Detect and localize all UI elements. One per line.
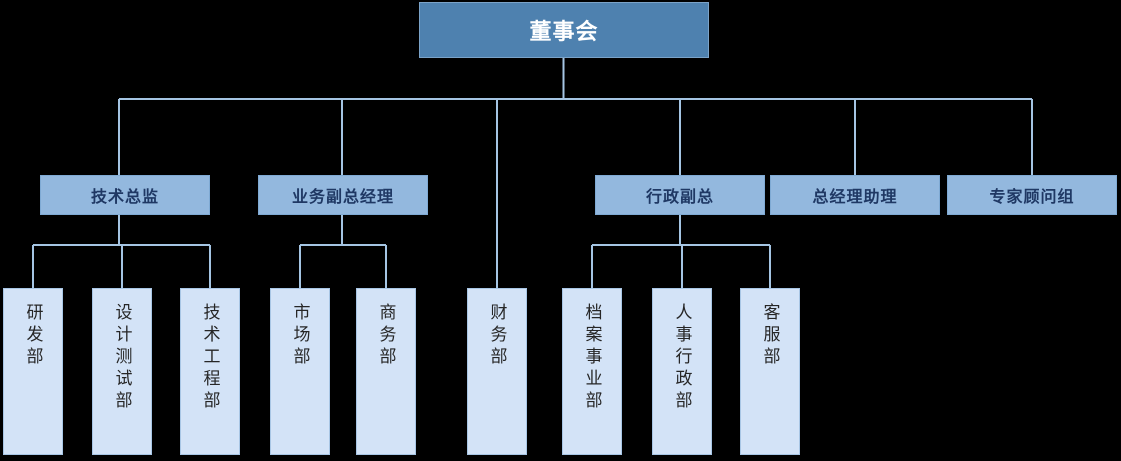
node-hr-admin-department[interactable]: 人事行政部	[652, 288, 712, 455]
node-label: 档案事业部	[582, 303, 602, 413]
node-label: 人事行政部	[672, 303, 692, 413]
node-business-vp[interactable]: 业务副总经理	[258, 175, 428, 215]
node-customer-service-department[interactable]: 客服部	[740, 288, 800, 455]
node-label: 研发部	[23, 303, 43, 369]
node-archives-division[interactable]: 档案事业部	[562, 288, 622, 455]
node-label: 业务副总经理	[291, 189, 394, 206]
node-label: 专家顾问组	[989, 189, 1075, 206]
node-marketing-department[interactable]: 市场部	[270, 288, 330, 455]
node-label: 行政副总	[645, 189, 714, 206]
node-label: 董事会	[529, 19, 599, 44]
node-label: 财务部	[487, 303, 507, 369]
node-label: 客服部	[760, 303, 780, 369]
node-tech-engineering-department[interactable]: 技术工程部	[180, 288, 240, 455]
node-admin-vp[interactable]: 行政副总	[595, 175, 765, 215]
node-label: 设计测试部	[112, 303, 132, 413]
node-commerce-department[interactable]: 商务部	[356, 288, 416, 455]
node-expert-advisory-group[interactable]: 专家顾问组	[947, 175, 1117, 215]
node-label: 商务部	[376, 303, 396, 369]
node-gm-assistant[interactable]: 总经理助理	[770, 175, 940, 215]
node-design-test-department[interactable]: 设计测试部	[92, 288, 152, 455]
node-finance-department[interactable]: 财务部	[467, 288, 527, 455]
node-label: 市场部	[290, 303, 310, 369]
node-label: 技术总监	[90, 189, 159, 206]
node-board-of-directors[interactable]: 董事会	[419, 2, 709, 58]
node-label: 技术工程部	[200, 303, 220, 413]
node-label: 总经理助理	[812, 189, 898, 206]
node-tech-director[interactable]: 技术总监	[40, 175, 210, 215]
node-rd-department[interactable]: 研发部	[3, 288, 63, 455]
